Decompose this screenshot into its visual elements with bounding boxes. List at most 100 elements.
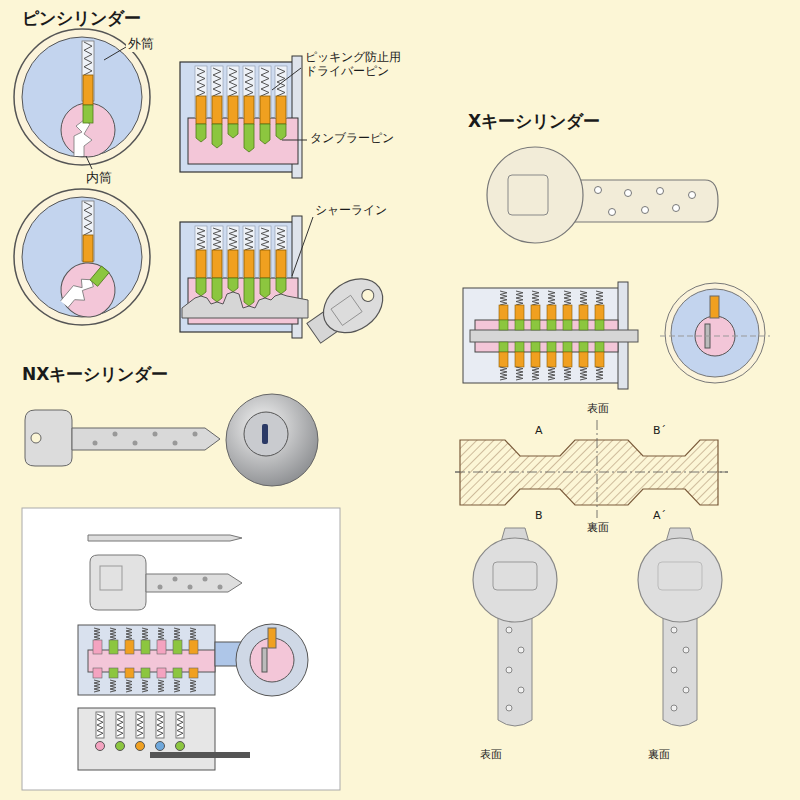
spring: [110, 628, 116, 640]
side-pin: [176, 742, 185, 751]
side-pin: [156, 742, 165, 751]
inner-plug: [188, 118, 298, 164]
key-bow: [25, 410, 72, 466]
cylinder-section: [180, 216, 393, 353]
key-logo: [658, 562, 702, 590]
driver-pin: [563, 352, 572, 367]
key-blade: [182, 292, 308, 318]
dimple: [506, 705, 512, 711]
spring: [174, 628, 180, 640]
spring: [245, 68, 253, 96]
spring: [532, 367, 539, 380]
key-shaft: [663, 610, 697, 726]
key-profile: [455, 420, 728, 518]
key-blade: [150, 752, 250, 758]
key-logo: [331, 295, 362, 325]
face-outer: [236, 624, 308, 696]
tumbler-pin: [260, 124, 270, 144]
part-label: 裏面: [646, 748, 672, 761]
driver-pin: [499, 305, 508, 320]
profile-section: [460, 440, 718, 505]
flat-key: [638, 528, 722, 726]
section-heading: NXキーシリンダー: [20, 364, 170, 384]
tumbler-pin: [579, 342, 588, 352]
pin-bore: [195, 226, 207, 278]
key-logo: [100, 566, 122, 590]
part-label: B: [533, 509, 545, 522]
tumbler-pin: [212, 124, 222, 148]
spring: [117, 714, 123, 736]
driver-pin: [276, 250, 286, 278]
pin: [173, 640, 182, 654]
pin-bore: [82, 201, 94, 261]
driver-pin: [595, 305, 604, 320]
tumbler-pin: [196, 124, 206, 142]
key-blank: [88, 535, 242, 541]
dimple: [113, 432, 118, 437]
spring: [261, 68, 269, 96]
plug: [61, 103, 115, 157]
section-heading: ピンシリンダー: [20, 8, 143, 28]
housing: [78, 625, 215, 695]
dimple: [518, 647, 524, 653]
pin: [141, 640, 150, 654]
leader-line: [292, 217, 313, 276]
outer-cylinder: [22, 197, 142, 317]
nx-keyhole: [262, 424, 268, 444]
spring: [596, 367, 603, 380]
tumbler-pin: [212, 278, 222, 302]
pin-bore: [116, 712, 124, 738]
face-shell: [671, 289, 759, 377]
dimple: [173, 577, 178, 582]
inner-plug: [50, 252, 126, 328]
pin: [93, 668, 102, 678]
dimple: [595, 187, 602, 194]
spring: [190, 628, 196, 640]
key-shaft: [570, 180, 718, 222]
spring: [174, 680, 180, 692]
spring: [213, 228, 221, 250]
key-blade: [146, 574, 242, 592]
tumbler-pin: [563, 320, 572, 330]
leader-line: [104, 47, 126, 60]
pin: [93, 640, 102, 654]
side-pin: [136, 742, 145, 751]
pin: [173, 668, 182, 678]
dimple: [683, 687, 689, 693]
key-head: [313, 268, 393, 344]
x-section: [463, 282, 770, 389]
dimple: [642, 207, 649, 214]
face-pin: [710, 296, 719, 318]
spring: [500, 367, 507, 380]
pin: [109, 668, 118, 678]
dimple: [506, 667, 512, 673]
driver-pin: [212, 250, 222, 278]
flat-key: [473, 528, 557, 726]
nx-knob-face: [244, 412, 288, 456]
center-line: [660, 336, 770, 337]
dimple: [173, 441, 178, 446]
part-label: シャーライン: [313, 203, 389, 217]
spring: [516, 291, 523, 305]
cylinder-section: [180, 56, 302, 178]
part-label: 内筒: [84, 170, 114, 186]
tumbler-pin: [531, 342, 540, 352]
pin-bore: [275, 226, 287, 278]
dimple: [625, 190, 632, 197]
driver-pin: [244, 96, 254, 124]
leader-line: [86, 156, 92, 169]
driver-pin: [515, 352, 524, 367]
tumbler-pin: [90, 266, 109, 286]
driver-pin: [212, 96, 222, 124]
driver-pin: [531, 305, 540, 320]
dimple: [153, 432, 158, 437]
nx-panel: [22, 508, 340, 790]
pin-bore: [227, 226, 239, 278]
pin: [189, 640, 198, 654]
inner-plug: [61, 103, 115, 157]
key-logo: [508, 175, 548, 215]
face-pin: [268, 628, 276, 648]
spring: [84, 42, 92, 75]
tumbler-pin: [260, 278, 270, 298]
